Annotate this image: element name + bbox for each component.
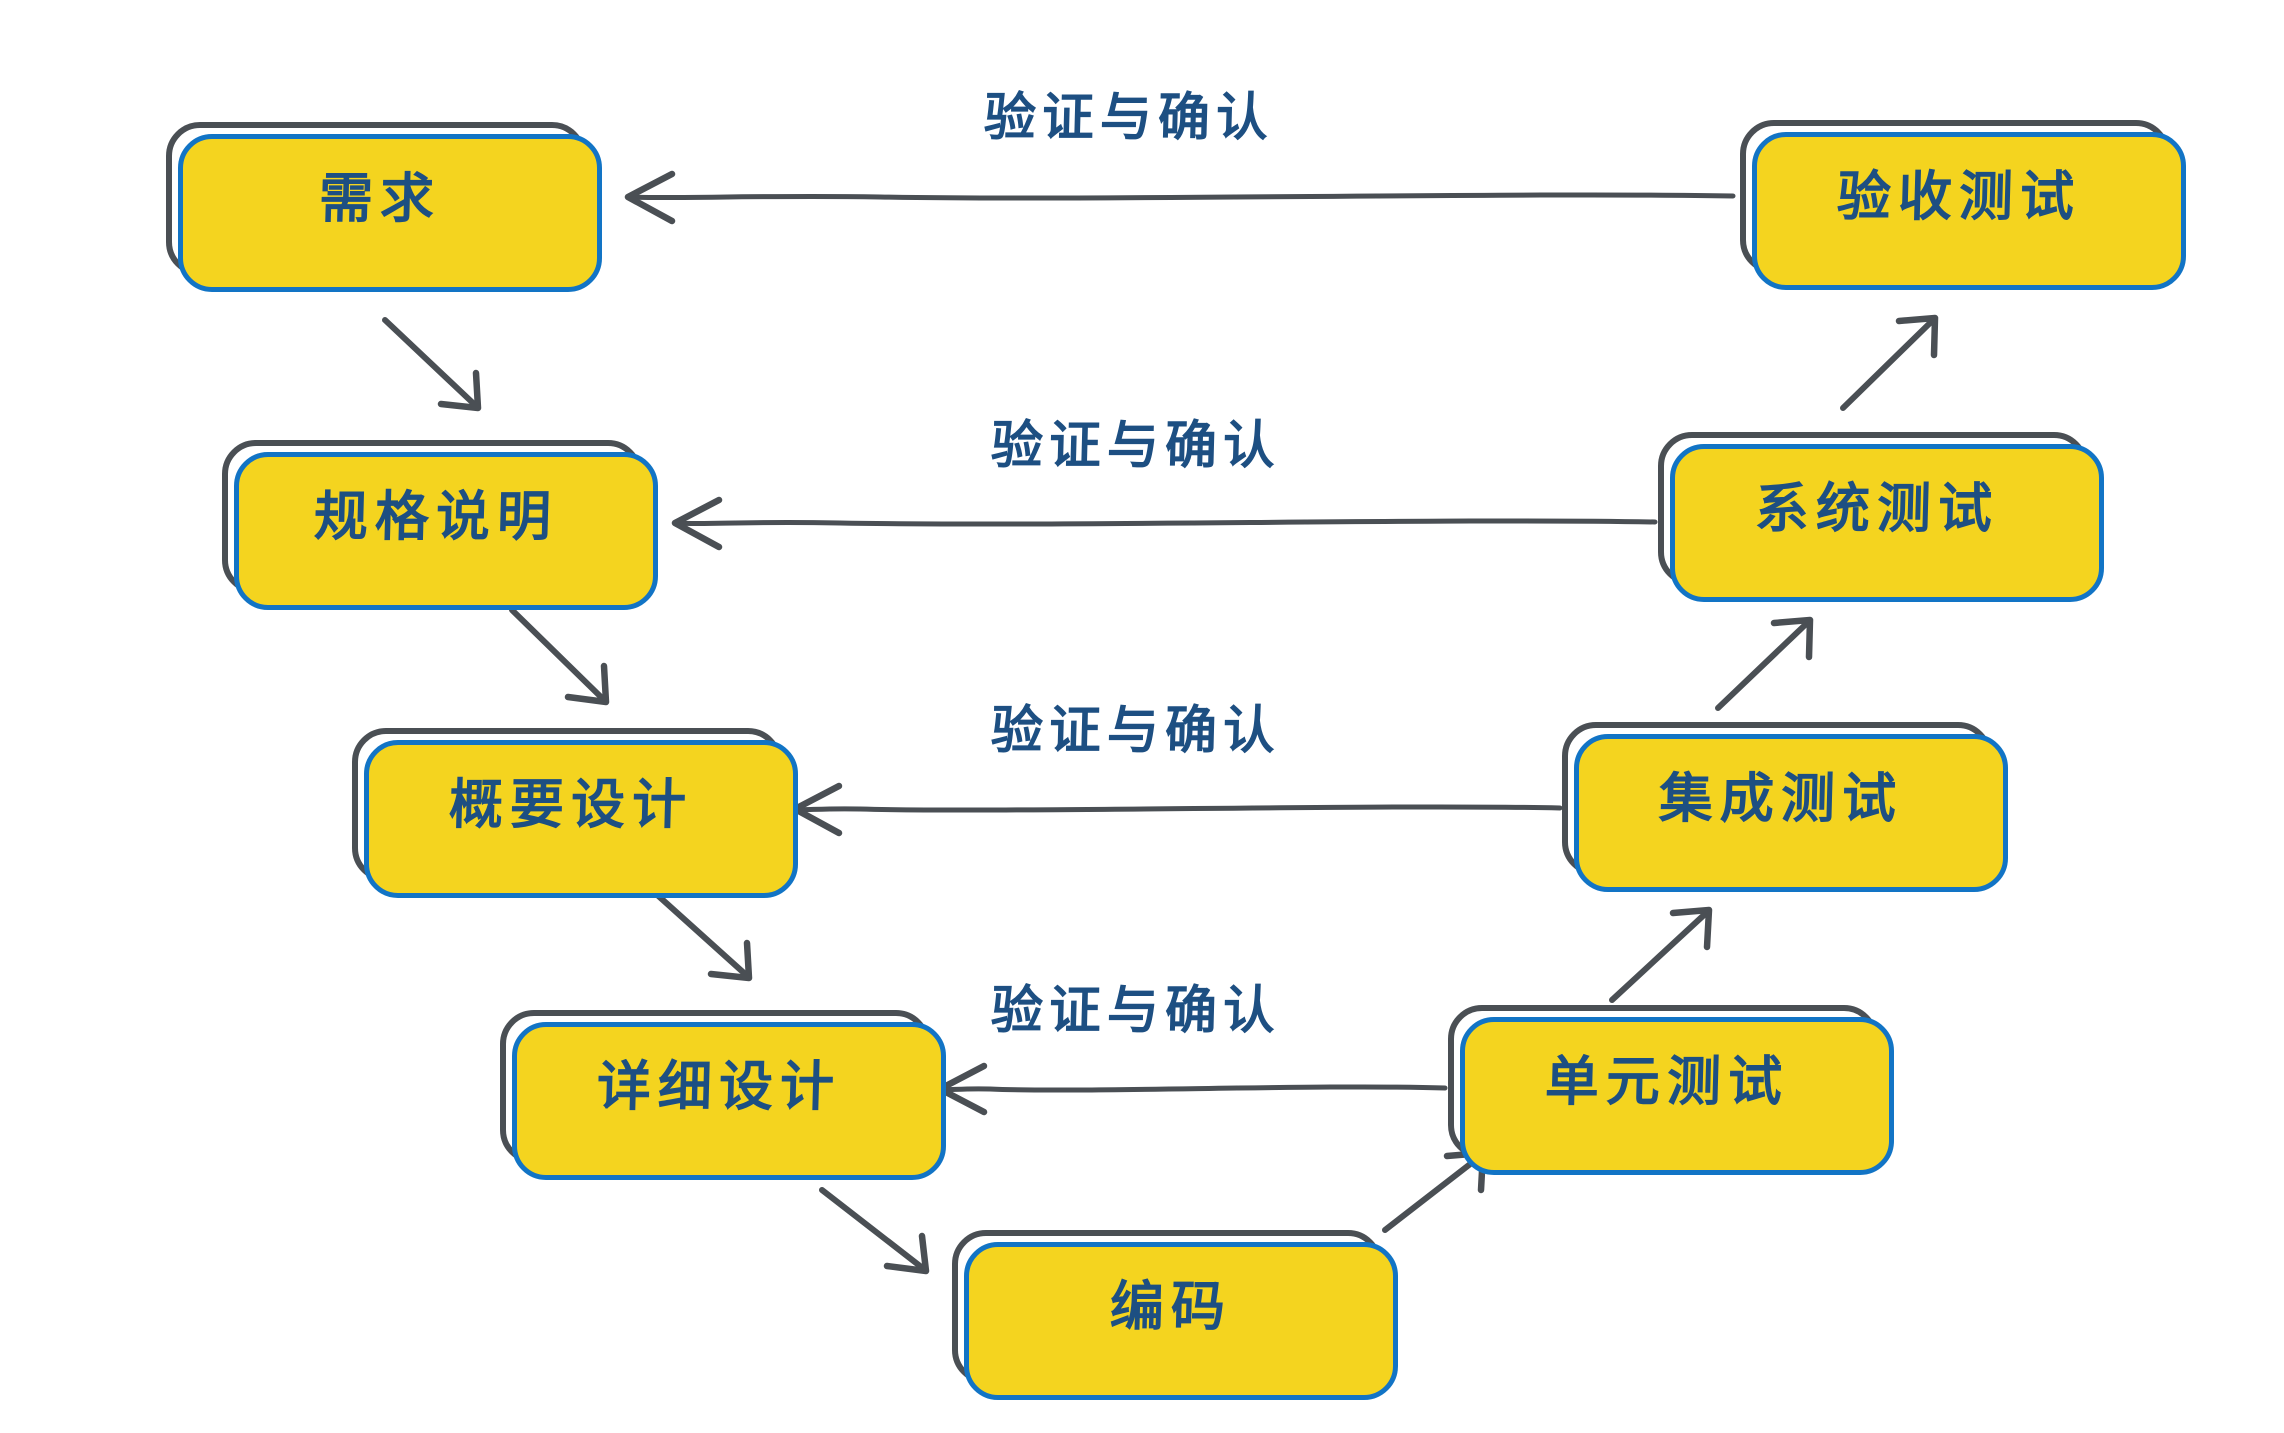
edge-label-validation-1: 验证与确认: [983, 88, 1275, 148]
node-coding[interactable]: 编码: [952, 1230, 1398, 1400]
flow-arrow-requirements-to-specification: [382, 317, 482, 412]
node-label-outline-design: 概要设计: [447, 773, 694, 836]
node-integration-test[interactable]: 集成测试: [1562, 722, 2008, 892]
flow-arrow-detailed-to-coding: [819, 1187, 930, 1275]
node-label-specification: 规格说明: [312, 485, 559, 548]
node-label-system-test: 系统测试: [1753, 477, 2000, 540]
validation-arrow-integration-to-outline: [791, 782, 1563, 837]
node-requirements[interactable]: 需求: [166, 122, 602, 292]
node-label-integration-test: 集成测试: [1657, 767, 1904, 830]
edge-label-validation-3: 验证与确认: [990, 701, 1282, 761]
node-specification[interactable]: 规格说明: [222, 440, 658, 610]
node-unit-test[interactable]: 单元测试: [1448, 1005, 1894, 1175]
node-acceptance-test[interactable]: 验收测试: [1740, 120, 2186, 290]
edge-label-validation-2: 验证与确认: [990, 416, 1282, 476]
node-system-test[interactable]: 系统测试: [1658, 432, 2104, 602]
validation-arrow-unit-to-detailed: [936, 1062, 1448, 1116]
node-label-detailed-design: 详细设计: [595, 1055, 842, 1118]
flow-arrow-integration-to-system: [1715, 616, 1814, 711]
edge-label-validation-4: 验证与确认: [990, 981, 1282, 1041]
node-outline-design[interactable]: 概要设计: [352, 728, 798, 898]
node-label-requirements: 需求: [317, 167, 442, 230]
flow-arrow-unit-to-integration: [1609, 906, 1713, 1003]
flow-arrow-specification-to-outline: [509, 607, 610, 706]
validation-arrow-acceptance-to-requirements: [624, 170, 1736, 225]
flow-arrow-system-to-acceptance: [1840, 314, 1939, 411]
node-label-unit-test: 单元测试: [1543, 1050, 1790, 1113]
node-detailed-design[interactable]: 详细设计: [500, 1010, 946, 1180]
flow-arrow-outline-to-detailed: [651, 889, 753, 982]
validation-arrow-system-to-specification: [671, 496, 1658, 551]
node-label-acceptance-test: 验收测试: [1835, 165, 2082, 228]
node-label-coding: 编码: [1108, 1275, 1233, 1338]
flow-arrow-coding-to-unit: [1382, 1149, 1487, 1233]
